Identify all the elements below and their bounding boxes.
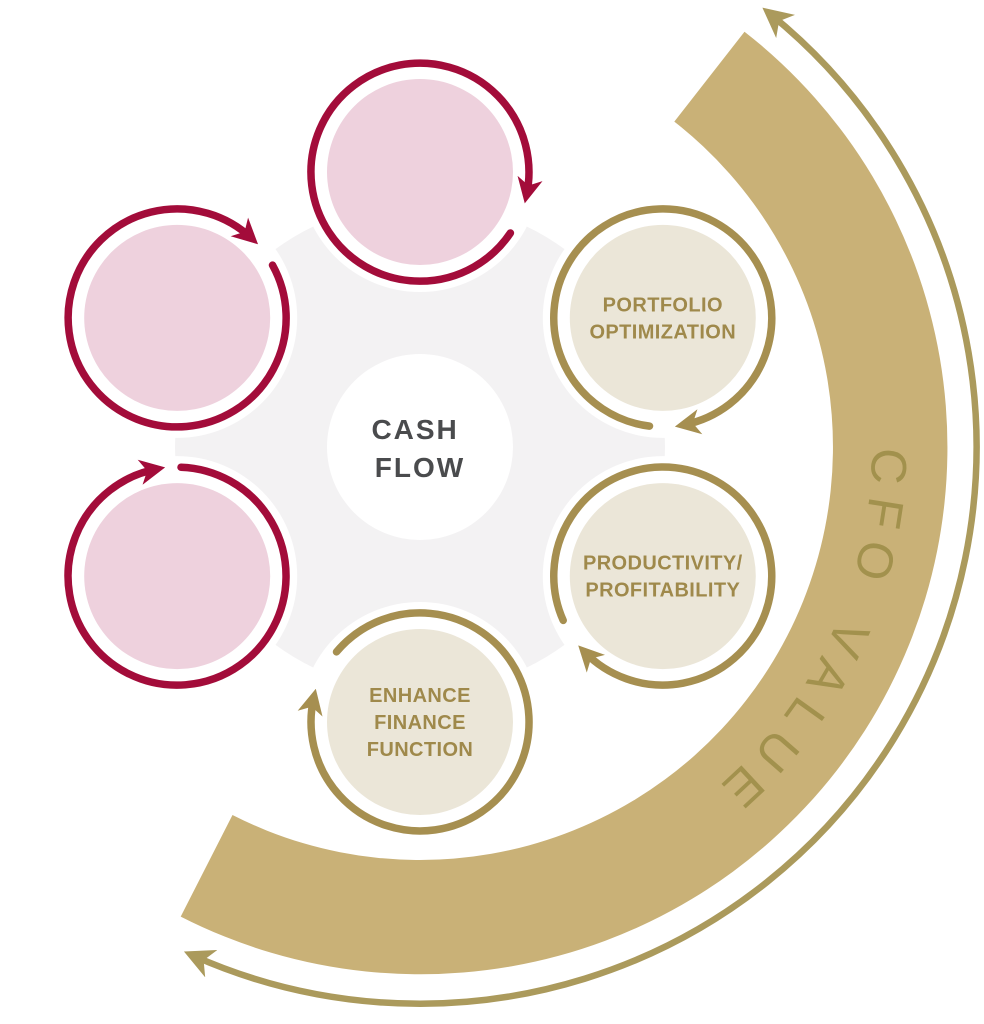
cycle-top-cycle-arrow xyxy=(307,59,543,285)
productivity-profitability-cycle-arrow xyxy=(550,463,776,689)
node-cycle-top xyxy=(307,59,543,285)
node-productivity-profitability: PRODUCTIVITY/PROFITABILITY xyxy=(550,463,776,689)
portfolio-optimization-cycle-arrow xyxy=(550,205,776,435)
cycle-upper-left-circle xyxy=(84,224,271,411)
cycle-upper-left-cycle-arrow xyxy=(64,205,290,431)
cash-flow-hub xyxy=(327,354,513,540)
outer-arc-arrow xyxy=(183,7,980,1007)
cycle-top-circle xyxy=(327,79,513,265)
cycle-lower-left-cycle-arrow xyxy=(64,459,290,689)
enhance-finance-function-circle xyxy=(327,629,513,815)
enhance-finance-function-cycle-arrow xyxy=(297,609,533,835)
node-cycle-upper-left xyxy=(64,205,290,431)
node-cycle-lower-left xyxy=(64,459,290,689)
cycle-lower-left-circle xyxy=(84,483,271,670)
productivity-profitability-circle xyxy=(569,483,756,670)
cash-flow-label: CASH FLOW xyxy=(371,414,468,483)
portfolio-optimization-circle xyxy=(569,224,756,411)
productivity-profitability-label: PRODUCTIVITY/PROFITABILITY xyxy=(583,553,743,602)
